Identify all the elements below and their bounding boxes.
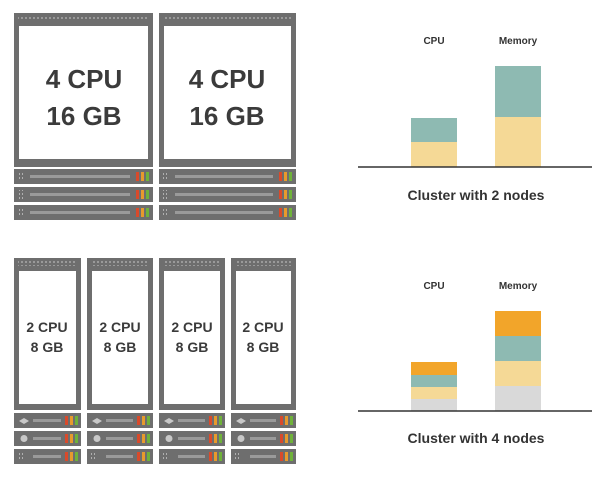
bar-segment <box>411 118 457 142</box>
server-vent <box>91 261 149 266</box>
rack-unit <box>159 449 225 464</box>
rack-unit <box>87 413 153 428</box>
server-vent <box>163 261 221 266</box>
bar-segment <box>411 142 457 167</box>
node-cpu-label: 2 CPU <box>99 319 140 335</box>
rack-unit <box>87 449 153 464</box>
power-icon <box>237 435 245 442</box>
fan-icon <box>92 418 102 424</box>
bar-memory <box>495 66 541 167</box>
bar-segment <box>411 375 457 387</box>
server-panel <box>92 271 148 404</box>
bar-segment <box>411 399 457 411</box>
bar-segment <box>495 386 541 411</box>
server-panel <box>164 26 291 159</box>
rack-unit <box>14 431 81 446</box>
server-panel <box>236 271 291 404</box>
rack-unit <box>14 169 153 184</box>
server-vent <box>235 261 292 266</box>
fan-icon <box>164 418 174 424</box>
power-icon <box>93 435 101 442</box>
rack-unit <box>159 205 296 220</box>
rack-unit <box>231 413 296 428</box>
bar-cpu <box>411 118 457 167</box>
server-node: 2 CPU 8 GB <box>14 258 81 410</box>
chart-caption: Cluster with 2 nodes <box>408 187 545 203</box>
server-panel <box>19 271 76 404</box>
power-icon <box>165 435 173 442</box>
server-panel <box>164 271 220 404</box>
server-node: 2 CPU 8 GB <box>231 258 296 410</box>
usage-chart: CPU Memory Cluster with 2 nodes <box>358 36 592 203</box>
rack-units <box>14 413 296 464</box>
server-node: 4 CPU 16 GB <box>14 13 153 167</box>
node-memory-label: 16 GB <box>46 101 121 131</box>
rack-unit <box>14 413 81 428</box>
rack-units <box>14 169 296 220</box>
node-cpu-label: 4 CPU <box>46 64 123 94</box>
node-cpu-label: 2 CPU <box>242 319 283 335</box>
rack-unit <box>14 205 153 220</box>
rack-unit <box>14 449 81 464</box>
node-memory-label: 8 GB <box>247 339 280 355</box>
usage-chart: CPU Memory Cluster with 4 nodes <box>358 281 592 446</box>
bar-segment <box>495 117 541 167</box>
server-panel <box>19 26 148 159</box>
server-node: 4 CPU 16 GB <box>159 13 296 167</box>
cluster-2-nodes: 4 CPU 16 GB 4 CPU 16 GB <box>14 13 592 220</box>
rack-unit <box>159 169 296 184</box>
bar-segment <box>411 362 457 375</box>
cluster-4-nodes: 2 CPU 8 GB 2 CPU 8 GB 2 CPU 8 GB 2 CPU 8… <box>14 258 592 464</box>
bar-segment <box>495 336 541 361</box>
bar-cpu <box>411 362 457 411</box>
chart-caption: Cluster with 4 nodes <box>408 430 545 446</box>
server-node: 2 CPU 8 GB <box>87 258 153 410</box>
server-vent <box>163 16 292 21</box>
bar-label-cpu: CPU <box>423 36 444 47</box>
server-vent <box>18 261 77 266</box>
bar-segment <box>495 311 541 336</box>
node-memory-label: 16 GB <box>189 101 264 131</box>
server-node: 2 CPU 8 GB <box>159 258 225 410</box>
rack-unit <box>159 187 296 202</box>
node-memory-label: 8 GB <box>176 339 209 355</box>
bar-label-cpu: CPU <box>423 281 444 292</box>
node-cpu-label: 2 CPU <box>171 319 212 335</box>
rack-unit <box>87 431 153 446</box>
node-memory-label: 8 GB <box>31 339 64 355</box>
power-icon <box>20 435 28 442</box>
rack-unit <box>159 413 225 428</box>
bar-segment <box>495 361 541 386</box>
server-vent <box>18 16 149 21</box>
rack-unit <box>14 187 153 202</box>
rack-unit <box>231 431 296 446</box>
bar-segment <box>495 66 541 117</box>
node-cpu-label: 2 CPU <box>26 319 67 335</box>
node-memory-label: 8 GB <box>104 339 137 355</box>
bar-memory <box>495 311 541 411</box>
bar-label-memory: Memory <box>499 281 538 292</box>
fan-icon <box>236 418 246 424</box>
node-cpu-label: 4 CPU <box>189 64 266 94</box>
rack-unit <box>231 449 296 464</box>
bar-segment <box>411 387 457 399</box>
bar-label-memory: Memory <box>499 36 538 47</box>
fan-icon <box>19 418 29 424</box>
rack-unit <box>159 431 225 446</box>
